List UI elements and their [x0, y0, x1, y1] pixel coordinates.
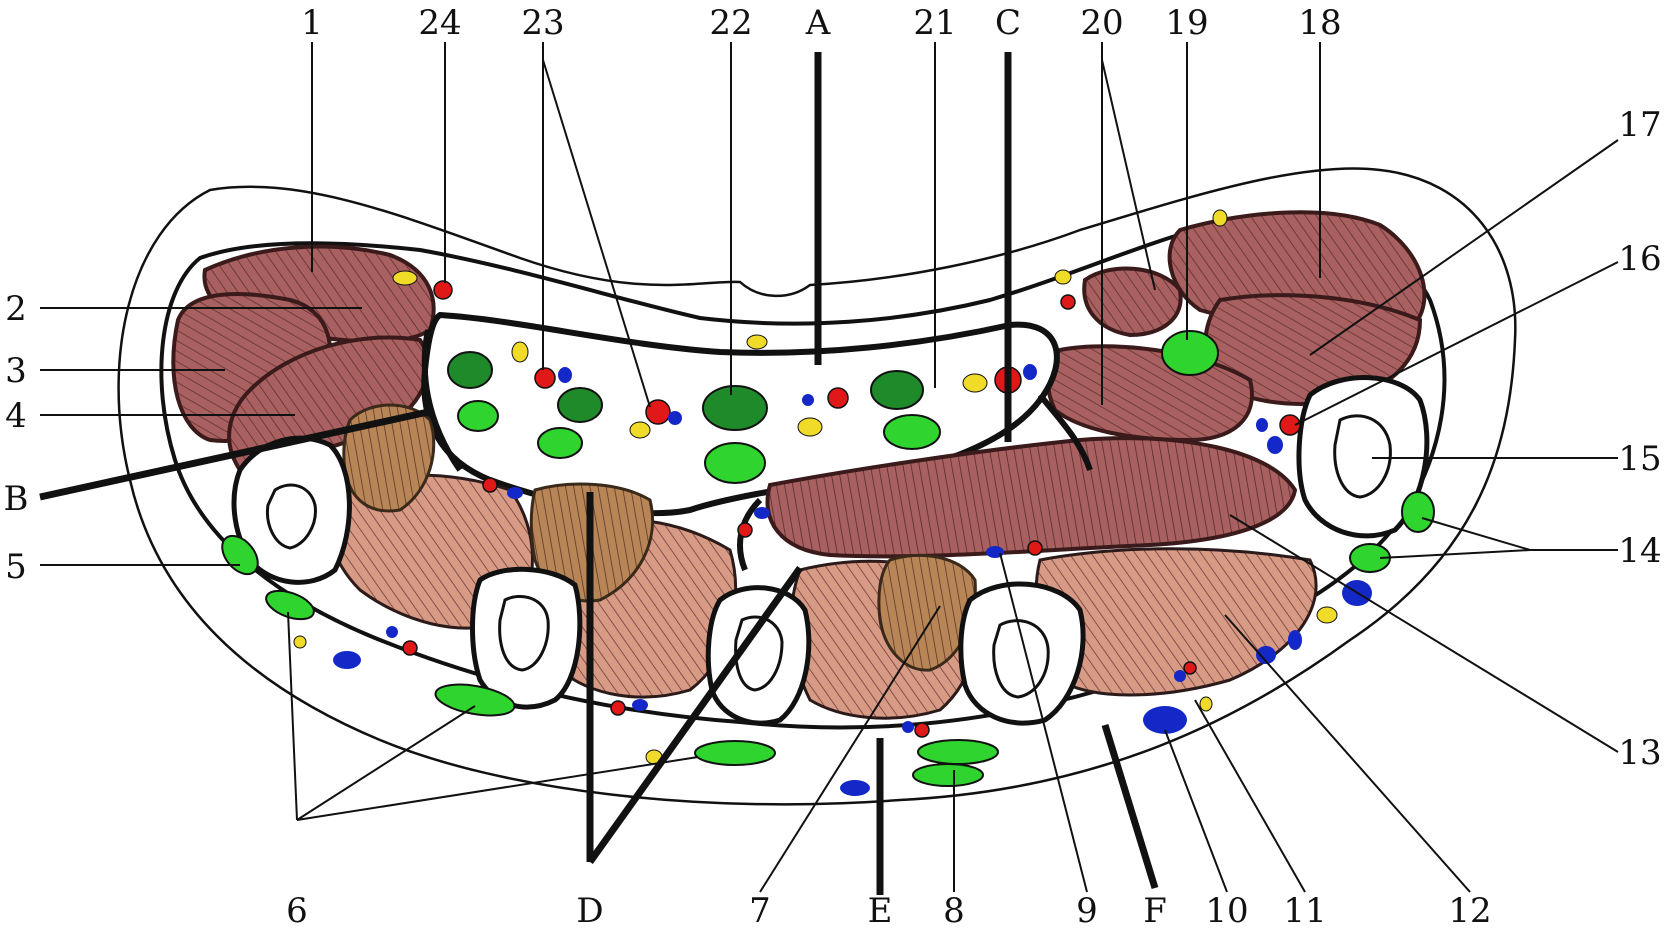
leader-lines: [40, 42, 1619, 893]
label-F: F: [1143, 891, 1167, 931]
nerve-3: [704, 442, 766, 484]
label-7: 7: [749, 891, 771, 931]
vein-11: [386, 626, 398, 638]
label-13: 13: [1618, 733, 1661, 773]
lateral-septum: [421, 329, 463, 472]
label-23: 23: [521, 3, 564, 43]
label-E: E: [868, 891, 893, 931]
label-6: 6: [286, 891, 308, 931]
nerve-dark-2: [557, 387, 603, 423]
nerve-dark-4: [870, 370, 924, 410]
nerve-1: [457, 400, 499, 432]
lymph-3: [746, 334, 768, 350]
lymph-2: [511, 341, 529, 363]
labels: 1 24 23 22 A 21 C 20 19 18 17 16 15 14 1…: [4, 3, 1662, 931]
vein-18: [1288, 630, 1302, 650]
label-24: 24: [418, 3, 461, 43]
vein-15: [1143, 706, 1187, 734]
lymph-6: [962, 373, 988, 393]
vein-14: [902, 721, 914, 733]
metacarpal-bone-4: [958, 581, 1086, 726]
vein-16: [1174, 670, 1186, 682]
pointer-line-B: [39, 408, 429, 501]
lymph-7: [1054, 269, 1072, 285]
label-4: 4: [5, 396, 27, 436]
label-5: 5: [5, 547, 27, 587]
vein-5: [507, 487, 523, 499]
nerve-2: [537, 427, 583, 459]
vein-12: [632, 699, 648, 711]
dorsal-nerve-5: [917, 739, 999, 765]
dorsal-nerve-6: [912, 763, 984, 787]
vein-13: [840, 780, 870, 796]
nerve-dark-3: [702, 385, 768, 431]
label-19: 19: [1165, 3, 1208, 43]
artery-12: [914, 722, 930, 738]
pointer-line-D-diagonal: [587, 565, 803, 865]
vein-1: [558, 367, 572, 383]
metacarpal-bone-5: [1296, 375, 1430, 539]
label-D: D: [576, 891, 603, 931]
lymph-11: [1199, 696, 1213, 712]
vein-2: [668, 411, 682, 425]
lymph-5: [797, 417, 823, 437]
lymph-12: [1316, 606, 1338, 624]
label-14: 14: [1618, 531, 1661, 571]
vein-8: [1267, 436, 1283, 454]
vein-6: [754, 507, 770, 519]
artery-3: [827, 387, 849, 409]
label-2: 2: [5, 289, 27, 329]
dorsal-nerve-2: [265, 589, 315, 621]
label-21: 21: [913, 3, 956, 43]
vein-4: [1023, 364, 1037, 380]
label-17: 17: [1618, 105, 1661, 145]
lymph-9: [293, 635, 307, 649]
lymph-1: [392, 270, 418, 286]
metacarpal-bone-3: [705, 585, 812, 726]
label-18: 18: [1298, 3, 1341, 43]
lymph-8: [1212, 209, 1228, 227]
label-16: 16: [1618, 239, 1661, 279]
artery-7: [482, 477, 498, 493]
artery-13: [1183, 661, 1197, 675]
label-12: 12: [1448, 891, 1491, 931]
artery-10: [402, 640, 418, 656]
artery-9: [1027, 540, 1043, 556]
vein-9: [1256, 418, 1268, 432]
label-15: 15: [1618, 439, 1661, 479]
vein-10: [333, 651, 361, 669]
label-20: 20: [1080, 3, 1123, 43]
artery-2: [645, 399, 671, 425]
nerve-4: [883, 414, 941, 450]
label-B: B: [4, 479, 29, 519]
ulnar-nerve: [1161, 330, 1219, 376]
skin-outline: [117, 167, 1517, 806]
nerve-dark-1: [447, 351, 493, 389]
dorsal-nerve-3: [434, 683, 516, 717]
label-A: A: [805, 3, 831, 43]
artery-5: [433, 280, 453, 300]
label-11: 11: [1283, 891, 1326, 931]
label-C: C: [995, 3, 1021, 43]
artery-6: [1279, 414, 1301, 436]
dorsal-nerve-4: [694, 740, 776, 766]
medial-septum: [1037, 393, 1093, 471]
artery-1: [534, 367, 556, 389]
label-9: 9: [1076, 891, 1098, 931]
label-3: 3: [5, 351, 27, 391]
label-8: 8: [943, 891, 965, 931]
metacarpal-bone-2: [470, 566, 583, 710]
vein-17: [1256, 646, 1276, 664]
label-1: 1: [301, 3, 323, 43]
lymph-4: [629, 421, 651, 439]
pointer-line-F: [1101, 723, 1159, 890]
label-22: 22: [709, 3, 752, 43]
dorsal-nerve-7: [1401, 491, 1435, 533]
artery-8: [737, 522, 753, 538]
vein-3: [802, 394, 814, 406]
label-10: 10: [1205, 891, 1248, 931]
artery-11: [610, 700, 626, 716]
artery-14: [1060, 294, 1076, 310]
